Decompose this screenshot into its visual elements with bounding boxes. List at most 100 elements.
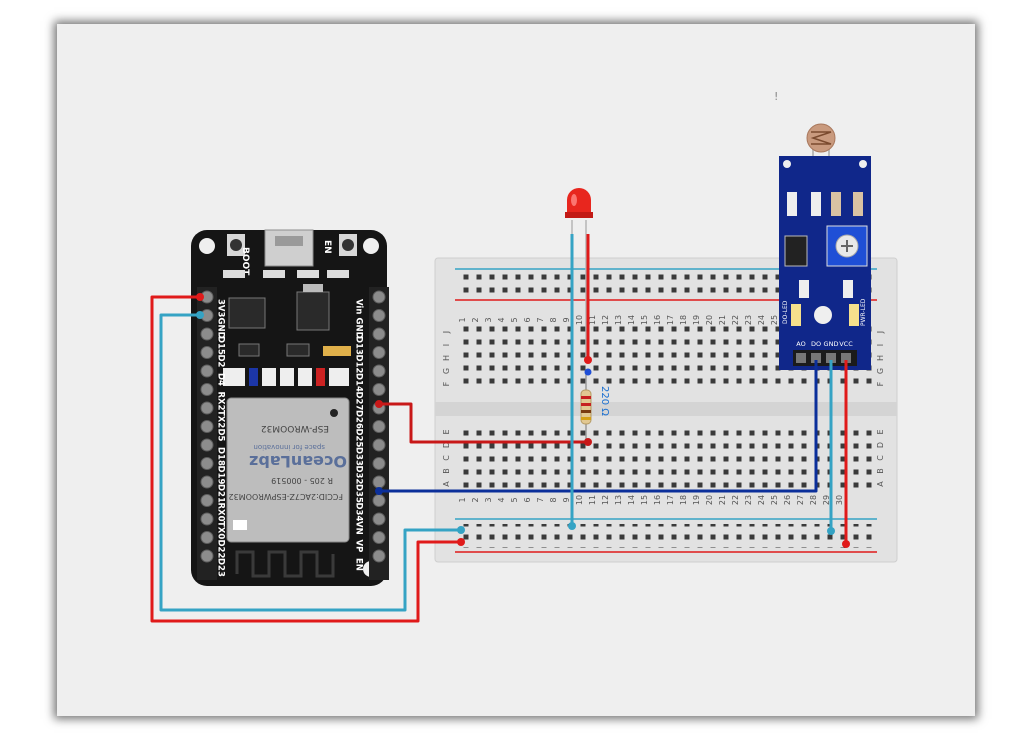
- row-label: D: [442, 442, 451, 448]
- header-pin[interactable]: [372, 290, 386, 304]
- header-pin[interactable]: [372, 512, 386, 526]
- wire-endpoint[interactable]: [196, 293, 204, 301]
- column-label: 16: [653, 495, 662, 505]
- header-pin[interactable]: [200, 549, 214, 563]
- pin-label: VP: [354, 540, 364, 553]
- pin-label: RX2: [216, 392, 226, 411]
- wire-d13-to-resistor: [379, 402, 588, 444]
- row-label: J: [442, 331, 451, 334]
- wire-endpoint[interactable]: [196, 311, 204, 319]
- column-label: 6: [523, 317, 532, 322]
- wire-endpoint[interactable]: [457, 526, 465, 534]
- pin-label: D21: [216, 484, 226, 503]
- column-label: 25: [770, 315, 779, 325]
- ldr-pin[interactable]: [796, 353, 806, 363]
- pin-label: D23: [216, 558, 226, 577]
- header-pin[interactable]: [372, 327, 386, 341]
- header-pin[interactable]: [200, 438, 214, 452]
- pin-label: TX0: [216, 521, 226, 539]
- column-label: 30: [835, 495, 844, 505]
- wire-endpoint[interactable]: [568, 522, 576, 530]
- header-pin[interactable]: [372, 420, 386, 433]
- header-pin[interactable]: [372, 457, 386, 470]
- column-label: 5: [510, 317, 519, 322]
- ldr-pin[interactable]: [826, 353, 836, 363]
- header-pin[interactable]: [200, 327, 214, 341]
- header-strip: [369, 287, 389, 580]
- header-pin[interactable]: [200, 531, 214, 544]
- header-pin[interactable]: [200, 420, 214, 433]
- resistor-band: [581, 417, 591, 420]
- brand-tagline: space for innovation: [253, 443, 325, 451]
- resistor-value-label: 220 Ω: [599, 386, 610, 416]
- ldr-pin[interactable]: [841, 353, 851, 363]
- column-label: 23: [744, 315, 753, 325]
- wire-endpoint[interactable]: [375, 487, 383, 495]
- column-label: 24: [757, 315, 766, 325]
- row-label: G: [876, 368, 885, 374]
- column-label: 9: [562, 497, 571, 502]
- header-pin[interactable]: [200, 512, 214, 526]
- ldr-pin[interactable]: [811, 353, 821, 363]
- column-label: 14: [627, 495, 636, 505]
- header-pin[interactable]: [200, 494, 214, 507]
- ldr-pin-label: DO: [811, 340, 821, 348]
- header-pin[interactable]: [372, 383, 386, 396]
- red-led: [316, 368, 325, 386]
- column-label: 4: [497, 317, 506, 322]
- bottom-terminal-holes: [459, 426, 875, 491]
- row-label: A: [442, 481, 451, 487]
- mounting-hole: [363, 238, 379, 254]
- smd-resistor: [843, 280, 853, 298]
- header-pin[interactable]: [200, 475, 214, 489]
- resistor-band: [581, 396, 591, 399]
- photoresistor: [806, 123, 836, 153]
- header-pin[interactable]: [200, 346, 214, 359]
- resistor-endpoint[interactable]: [584, 368, 592, 376]
- column-label: 20: [705, 315, 714, 325]
- header-pin[interactable]: [372, 494, 386, 507]
- header-pin[interactable]: [372, 531, 386, 544]
- pin-label: D14: [354, 373, 364, 392]
- wire-endpoint[interactable]: [584, 356, 592, 364]
- right-pin-labels: VinGNDD13D12D14D27D26D25D33D32D35D34VNVP…: [354, 299, 364, 571]
- resistor: 220 Ω: [580, 370, 610, 442]
- header-pin[interactable]: [200, 364, 214, 378]
- header-pin[interactable]: [200, 401, 214, 415]
- wire-endpoint[interactable]: [584, 438, 592, 446]
- wire-endpoint[interactable]: [842, 540, 850, 548]
- capacitor: [323, 346, 351, 356]
- header-pin[interactable]: [372, 438, 386, 452]
- column-label: 9: [562, 317, 571, 322]
- wire-endpoint[interactable]: [827, 527, 835, 535]
- smd-component: [327, 270, 349, 278]
- blue-led: [249, 368, 258, 386]
- pin-label: VN: [354, 521, 364, 535]
- module-model: ESP-WROOM32: [261, 423, 329, 433]
- header-pin[interactable]: [372, 309, 386, 322]
- column-label: 11: [588, 495, 597, 505]
- smd-resistor: [280, 368, 294, 386]
- wire-endpoint[interactable]: [457, 538, 465, 546]
- pin-label: D18: [216, 447, 226, 466]
- pin-label: Vin: [354, 299, 364, 314]
- pin-label: GND: [216, 318, 226, 339]
- column-label: 15: [640, 495, 649, 505]
- header-pin[interactable]: [372, 549, 386, 563]
- pin-label: D33: [354, 447, 364, 466]
- column-label: 27: [796, 495, 805, 505]
- led-body: [567, 188, 591, 214]
- header-pin[interactable]: [372, 346, 386, 359]
- header-pin[interactable]: [200, 383, 214, 396]
- row-label: H: [442, 355, 451, 361]
- wire-endpoint[interactable]: [375, 400, 383, 408]
- column-label: 2: [471, 497, 480, 502]
- row-label: I: [876, 344, 885, 346]
- row-label: C: [442, 455, 451, 461]
- pin-label: D34: [354, 503, 364, 522]
- header-pin[interactable]: [372, 364, 386, 378]
- ldr-pins: [796, 353, 851, 363]
- header-pin[interactable]: [372, 475, 386, 489]
- header-pin[interactable]: [200, 457, 214, 470]
